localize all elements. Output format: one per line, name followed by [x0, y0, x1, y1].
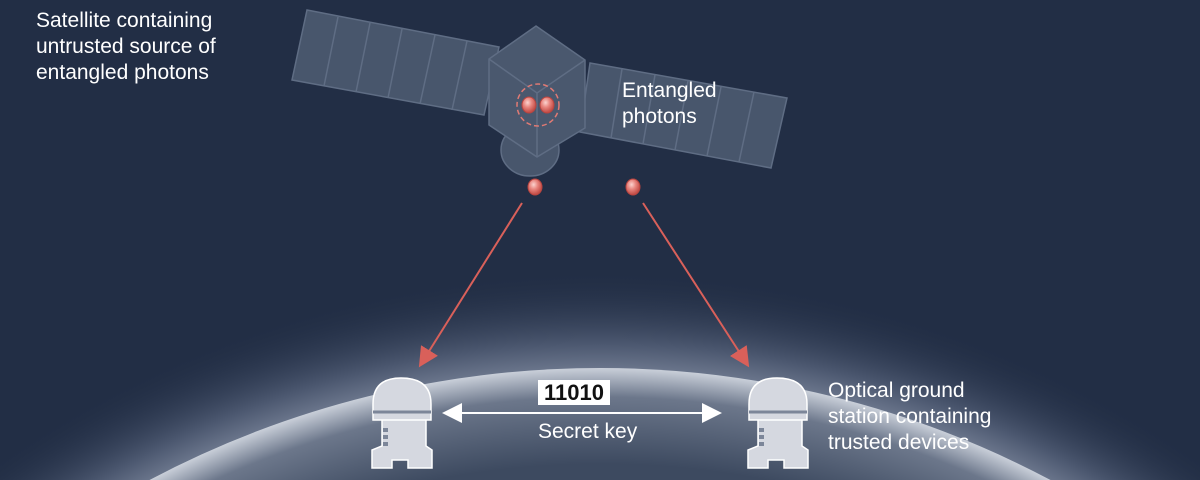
photon-right — [625, 178, 641, 196]
satellite-label-line: entangled photons — [36, 61, 209, 84]
photon — [521, 96, 537, 114]
satellite-label-line: untrusted source of — [36, 35, 216, 58]
photons-label: Entangled photons — [622, 78, 717, 130]
ground-station-label: Optical ground station containing truste… — [828, 378, 991, 456]
ground-station-left — [371, 377, 433, 469]
photons-label-line: photons — [622, 105, 697, 128]
photon-left — [527, 178, 543, 196]
ground-label-line: station containing — [828, 405, 992, 428]
ground-label-line: Optical ground — [828, 379, 965, 402]
satellite-label: Satellite containing untrusted source of… — [36, 8, 216, 86]
satellite-label-line: Satellite containing — [36, 9, 213, 32]
satellite — [291, 9, 788, 177]
photon — [539, 96, 555, 114]
secret-key-label: Secret key — [538, 420, 638, 443]
photons-label-line: Entangled — [622, 79, 717, 102]
solar-panel-right — [579, 62, 788, 169]
secret-key-value: 11010 — [538, 380, 610, 405]
ground-station-right — [747, 377, 809, 469]
arrow-to-left-station — [418, 202, 523, 368]
entanglement-circle — [516, 83, 560, 127]
solar-panel-left — [291, 9, 500, 116]
arrow-to-right-station — [642, 202, 750, 368]
ground-label-line: trusted devices — [828, 431, 970, 454]
